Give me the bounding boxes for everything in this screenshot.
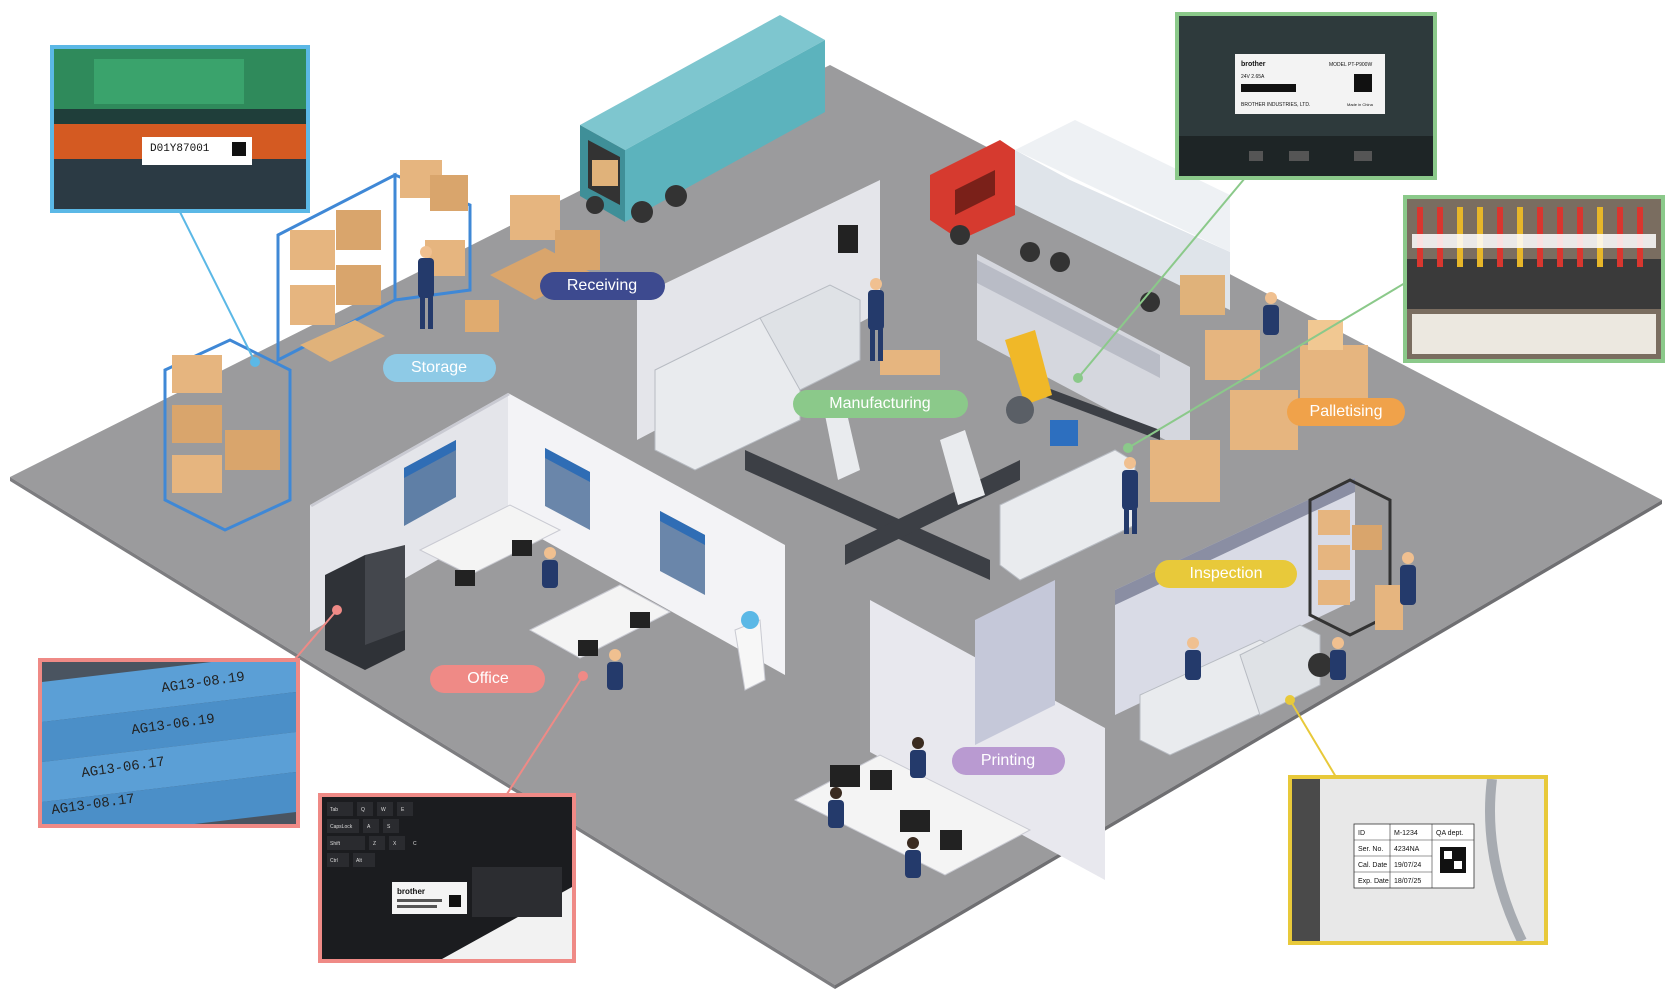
zone-label-text: Printing — [981, 752, 1035, 769]
callout-connectors — [179, 177, 1411, 798]
storage-connector — [179, 211, 256, 363]
zone-label-text: Storage — [411, 359, 467, 376]
zone-label-storage[interactable]: Storage — [383, 354, 496, 382]
zone-label-office[interactable]: Office — [430, 665, 545, 693]
zone-pill — [1287, 398, 1405, 426]
zone-label-palletising[interactable]: Palletising — [1287, 398, 1405, 426]
printing-wall — [870, 600, 1105, 880]
zone-label-manufacturing[interactable]: Manufacturing — [793, 390, 968, 418]
equipment-label-photo: brother MODEL PT-P900W 24V 2.65A BROTHER… — [1175, 12, 1437, 180]
printing-desks — [793, 754, 1032, 876]
equipment-rating: 24V 2.65A — [1241, 74, 1265, 80]
cable-connector — [289, 609, 338, 666]
laptop-label-brand: brother — [397, 887, 425, 896]
key-x: X — [393, 841, 397, 847]
zone-pill — [540, 272, 665, 300]
outbound-truck — [930, 120, 1230, 315]
cal-date-value: 19/07/24 — [1394, 862, 1421, 869]
palletising-boxes — [1150, 320, 1368, 502]
cable-tags-photo: AG13-08.19 AG13-06.19 AG13-06.17 AG13-08… — [38, 658, 300, 828]
zone-pill — [952, 747, 1065, 775]
key-alt: Alt — [356, 858, 362, 864]
equipment-origin: Made in China — [1347, 102, 1374, 107]
exp-date-value: 18/07/25 — [1394, 878, 1421, 885]
office-wall-top — [310, 393, 510, 507]
floor-edge-right — [835, 500, 1662, 989]
manufacturing-wall-panel — [977, 260, 1160, 378]
cal-id-value: M-1234 — [1394, 830, 1418, 837]
cal-date-key: Cal. Date — [1358, 862, 1387, 869]
calibration-label-photo: ID M-1234 QA dept. Ser. No. 4234NA Cal. … — [1288, 775, 1548, 945]
laptop-connector — [504, 675, 584, 798]
key-ctrl: Ctrl — [330, 858, 338, 864]
zone-label-receiving[interactable]: Receiving — [540, 272, 665, 300]
zone-label-printing[interactable]: Printing — [952, 747, 1065, 775]
zone-label-text: Inspection — [1190, 565, 1263, 582]
equipment-connector — [1077, 177, 1246, 379]
terminal-connector — [1127, 279, 1411, 449]
zone-pill — [1155, 560, 1297, 588]
key-a: A — [367, 824, 371, 830]
key-w: W — [381, 807, 386, 813]
manufacturing-line — [654, 225, 1160, 581]
printing-wall-side — [975, 580, 1055, 745]
office-windows — [404, 440, 705, 595]
cal-serial-value: 4234NA — [1394, 846, 1420, 853]
zone-pill — [793, 390, 968, 418]
terminal-block-photo — [1403, 195, 1665, 363]
cal-dept: QA dept. — [1436, 830, 1463, 837]
zone-label-text: Palletising — [1310, 403, 1383, 420]
inspection-connector — [1289, 699, 1337, 778]
receiving-truck — [580, 15, 825, 223]
shelf-label-code: D01Y87001 — [150, 143, 210, 155]
zone-label-text: Manufacturing — [829, 395, 930, 412]
laptop-label-photo: Tab CapsLock Shift Ctrl Alt A S Q W E Z … — [318, 793, 576, 963]
zone-pill — [430, 665, 545, 693]
zone-pill — [383, 354, 496, 382]
inspection-area — [1139, 478, 1403, 756]
key-e: E — [401, 807, 405, 813]
exp-date-key: Exp. Date — [1358, 878, 1389, 885]
key-c: C — [413, 841, 417, 847]
office-furniture — [325, 504, 766, 691]
cal-serial-key: Ser. No. — [1358, 846, 1383, 853]
key-s: S — [387, 824, 391, 830]
storage-shelves — [163, 160, 600, 532]
inspection-wall — [1115, 478, 1355, 715]
office-wall-back-right — [508, 393, 785, 675]
key-shift: Shift — [330, 841, 341, 847]
equipment-maker: BROTHER INDUSTRIES, LTD. — [1241, 102, 1310, 108]
equipment-model: MODEL PT-P900W — [1329, 62, 1372, 68]
workers — [418, 246, 1416, 878]
zone-label-inspection[interactable]: Inspection — [1155, 560, 1297, 588]
storage-label-photo: D01Y87001 — [50, 45, 310, 213]
floor-edge — [10, 477, 835, 989]
cal-id-key: ID — [1358, 830, 1365, 837]
zone-label-text: Office — [467, 670, 509, 687]
key-tab: Tab — [330, 807, 338, 813]
key-q: Q — [361, 807, 365, 813]
key-z: Z — [373, 841, 376, 847]
zone-label-text: Receiving — [567, 277, 637, 294]
key-capslock: CapsLock — [330, 824, 353, 830]
equipment-brand: brother — [1241, 61, 1266, 68]
